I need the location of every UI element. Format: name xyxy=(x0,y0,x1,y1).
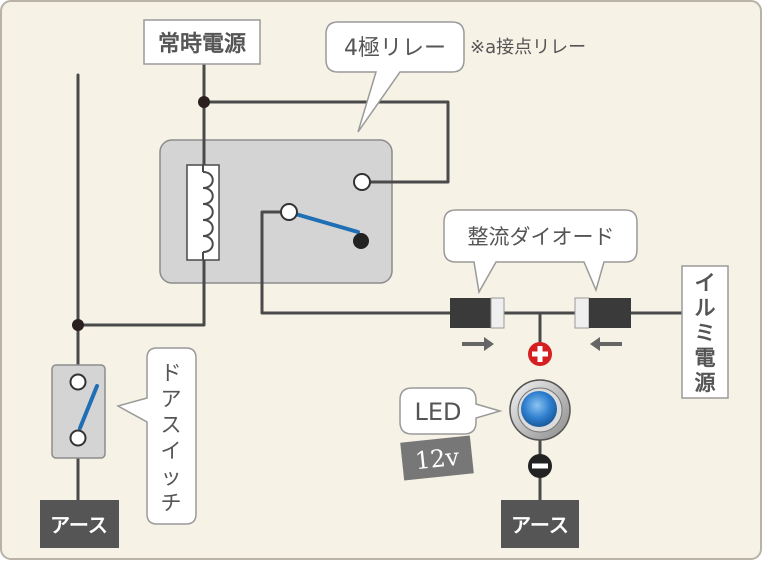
ground-label-left: アース xyxy=(40,500,119,548)
coil-icon xyxy=(186,164,220,261)
relay-title-callout: 4極リレー xyxy=(325,21,465,133)
door-switch-blade xyxy=(78,384,99,430)
wire-common xyxy=(260,210,452,315)
door-switch-callout: ド ア ス イ ッ チ xyxy=(116,347,197,525)
ground-label-right: アース xyxy=(501,500,579,548)
arrow-icon xyxy=(462,337,494,351)
plus-terminal-icon xyxy=(528,342,552,366)
ground-left-text: アース xyxy=(50,513,108,537)
relay-note-text: ※a接点リレー xyxy=(470,37,586,58)
door-switch-contact-top xyxy=(69,373,87,391)
junction-top xyxy=(198,96,210,108)
door-switch-char: イ xyxy=(161,439,182,463)
constant-power-label: 常時電源 xyxy=(143,19,261,65)
door-switch-char: ア xyxy=(161,387,182,411)
illumi-power-char: 電 xyxy=(695,346,716,370)
illumi-power-char: 源 xyxy=(695,371,716,395)
led-voltage-text: 12v xyxy=(414,443,461,476)
door-switch-contact-bottom xyxy=(69,429,87,447)
led-voltage-tag: 12v xyxy=(400,435,474,481)
rectifier-diode-text: 整流ダイオード xyxy=(468,225,615,249)
illumi-power-char: ミ xyxy=(695,321,716,345)
door-switch-char: チ xyxy=(161,491,182,515)
ground-right-text: アース xyxy=(511,513,569,537)
wire-relay-contact xyxy=(202,100,450,184)
relay-title-text: 4極リレー xyxy=(344,36,446,61)
relay-switch-blade xyxy=(290,211,360,234)
led-bulb-icon xyxy=(509,379,571,441)
door-switch-char: ス xyxy=(161,413,182,437)
illumi-power-char: イ xyxy=(695,271,716,295)
door-switch-char: ド xyxy=(161,361,182,385)
relay-contact-common xyxy=(280,203,298,221)
diode-icon xyxy=(450,297,505,329)
minus-terminal-icon xyxy=(528,454,552,478)
rectifier-diode-callout: 整流ダイオード xyxy=(443,209,638,295)
illumi-power-label: イ ル ミ 電 源 xyxy=(681,265,729,399)
wire-coil-return xyxy=(76,258,206,327)
relay-contact-open xyxy=(353,173,371,191)
led-text: LED xyxy=(414,398,461,426)
illumi-power-char: ル xyxy=(695,296,716,320)
arrow-icon xyxy=(590,337,622,351)
constant-power-text: 常時電源 xyxy=(158,31,246,57)
junction-left xyxy=(72,319,84,331)
diode-icon xyxy=(574,297,631,329)
relay-contact-fixed xyxy=(353,233,369,249)
door-switch-char: ッ xyxy=(161,465,182,489)
door-switch-body xyxy=(51,364,106,459)
led-callout: LED xyxy=(399,387,503,435)
